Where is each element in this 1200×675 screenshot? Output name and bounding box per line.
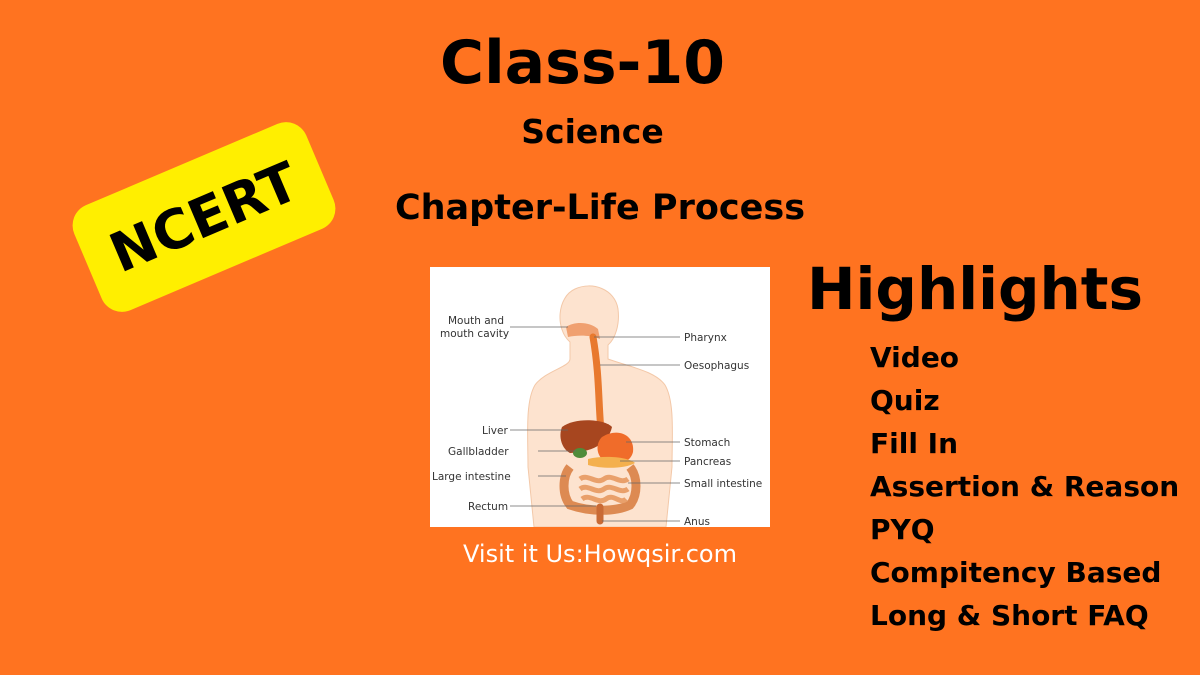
label-oesophagus: Oesophagus: [684, 360, 749, 372]
highlight-item-competency-based: Compitency Based: [870, 556, 1162, 589]
highlights-heading: Highlights: [807, 255, 1144, 323]
label-liver: Liver: [482, 425, 508, 437]
label-pancreas: Pancreas: [684, 456, 731, 468]
highlight-item-fill-in: Fill In: [870, 427, 959, 460]
highlight-item-video: Video: [870, 341, 960, 374]
highlight-item-pyq: PYQ: [870, 513, 935, 546]
digestive-system-diagram: Mouth and mouth cavity Pharynx Oesophagu…: [430, 267, 770, 527]
label-gallbladder: Gallbladder: [448, 446, 509, 458]
stomach-shape: [597, 432, 634, 464]
label-large-intestine: Large intestine: [432, 471, 511, 483]
chapter-heading: Chapter-Life Process: [394, 188, 806, 228]
label-small-intestine: Small intestine: [684, 478, 762, 490]
highlight-item-assertion-reason: Assertion & Reason: [870, 470, 1180, 503]
pancreas-shape: [588, 456, 635, 468]
subject-heading: Science: [521, 112, 664, 151]
digestive-system-illustration: Mouth and mouth cavity Pharynx Oesophagu…: [432, 285, 762, 527]
highlight-item-long-short-faq: Long & Short FAQ: [870, 599, 1149, 632]
label-stomach: Stomach: [684, 437, 730, 449]
label-mouth-line1: Mouth and: [448, 315, 504, 327]
label-pharynx: Pharynx: [684, 332, 727, 344]
ncert-badge-label: NCERT: [100, 149, 308, 285]
label-mouth-line2: mouth cavity: [440, 328, 509, 340]
gallbladder-shape: [573, 448, 587, 458]
highlight-item-quiz: Quiz: [870, 384, 940, 417]
visit-website-text: Visit it Us:Howqsir.com: [463, 540, 737, 568]
label-anus: Anus: [684, 516, 710, 527]
page-title: Class-10: [440, 28, 725, 98]
small-intestine-shape: [578, 474, 630, 504]
label-rectum: Rectum: [468, 501, 508, 513]
highlights-list: Video Quiz Fill In Assertion & Reason PY…: [870, 336, 1179, 637]
